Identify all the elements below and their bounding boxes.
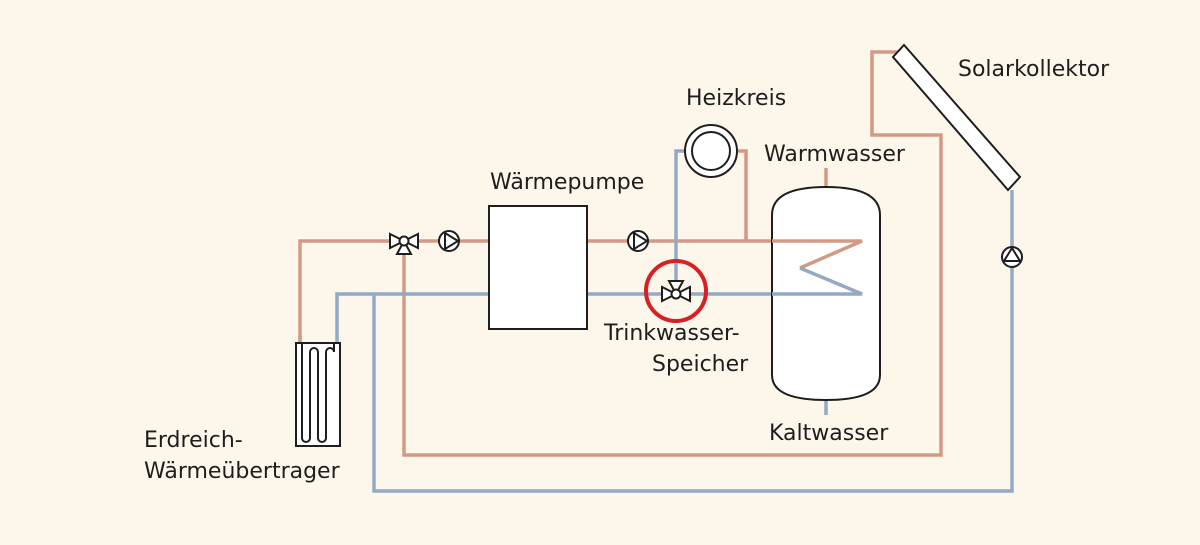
valve-mid-wing-l <box>661 285 679 303</box>
three-way-valve-highlighted <box>661 280 691 303</box>
pump-solar-arrow <box>1003 246 1022 262</box>
cold-pipe-solar-loop <box>372 190 1014 493</box>
pump-middle-body <box>627 230 649 252</box>
valve-mid-hub <box>670 288 682 300</box>
pump-middle <box>627 230 649 252</box>
label-heating-circuit: Heizkreis <box>686 86 787 111</box>
tank-coil-warm <box>772 239 863 270</box>
ground-exchanger-coil <box>301 343 335 443</box>
label-heat-pump: Wärmepumpe <box>490 170 645 195</box>
solar-collector <box>891 43 1022 192</box>
valve-mid-wing-r <box>673 285 691 303</box>
pump-left-arrow <box>444 232 460 251</box>
heating-circuit-inner <box>691 131 731 171</box>
highlight-ring <box>644 259 708 323</box>
label-hot-water: Warmwasser <box>764 142 905 167</box>
heating-circuit <box>684 124 738 178</box>
warm-pipe-ground-supply <box>298 239 490 343</box>
pump-solar <box>1001 246 1023 268</box>
label-ground-line1: Erdreich- <box>144 428 243 453</box>
label-ground-line2: Wärmeübertrager <box>144 459 340 484</box>
heat-pump-box <box>488 205 588 330</box>
label-cold-water: Kaltwasser <box>769 421 889 446</box>
three-way-valve-left <box>389 232 419 255</box>
cold-pipe-ground-return <box>335 292 490 345</box>
pump-middle-arrow <box>633 232 649 251</box>
valve-left-wing-l <box>389 232 407 250</box>
valve-left-hub <box>398 235 410 247</box>
ground-heat-exchanger <box>295 342 341 447</box>
cold-pipe-heating-circuit <box>674 149 686 286</box>
label-storage-line1: Trinkwasser- <box>604 321 740 346</box>
valve-mid-wing-t <box>667 280 685 297</box>
tank-coil-cold <box>772 266 863 296</box>
label-solar-collector: Solarkollektor <box>958 57 1110 82</box>
valve-left-wing-b <box>395 238 413 255</box>
pump-solar-body <box>1001 246 1023 268</box>
pump-left <box>438 230 460 252</box>
pump-left-body <box>438 230 460 252</box>
warm-pipe-heating-circuit <box>737 149 748 241</box>
warm-pipe-valve-return <box>402 50 943 457</box>
label-storage-line2: Speicher <box>652 352 749 377</box>
valve-left-wing-r <box>401 232 419 250</box>
